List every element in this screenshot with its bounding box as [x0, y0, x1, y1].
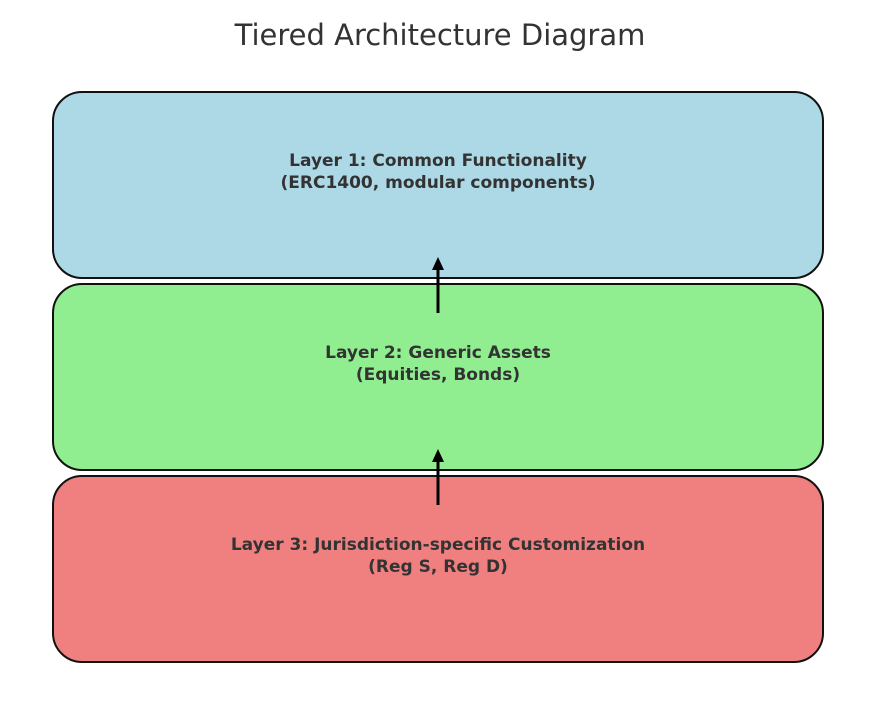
layer-2-box: Layer 2: Generic Assets (Equities, Bonds…: [52, 283, 824, 471]
layer-3-text: Layer 3: Jurisdiction-specific Customiza…: [231, 534, 645, 578]
layer-3-heading: Layer 3: Jurisdiction-specific Customiza…: [230, 535, 646, 555]
layer-1-text: Layer 1: Common Functionality (ERC1400, …: [281, 150, 596, 194]
diagram-title: Tiered Architecture Diagram: [234, 18, 646, 52]
layer-2-detail: (Equities, Bonds): [355, 365, 521, 385]
layer-3-detail: (Reg S, Reg D): [368, 557, 508, 577]
layer-1-detail: (ERC1400, modular components): [280, 173, 596, 193]
layer-3-box: Layer 3: Jurisdiction-specific Customiza…: [52, 475, 824, 663]
layer-1-heading: Layer 1: Common Functionality: [289, 151, 587, 171]
layer-2-text: Layer 2: Generic Assets (Equities, Bonds…: [325, 342, 551, 386]
layer-2-heading: Layer 2: Generic Assets: [325, 343, 551, 363]
layer-1-box: Layer 1: Common Functionality (ERC1400, …: [52, 91, 824, 279]
